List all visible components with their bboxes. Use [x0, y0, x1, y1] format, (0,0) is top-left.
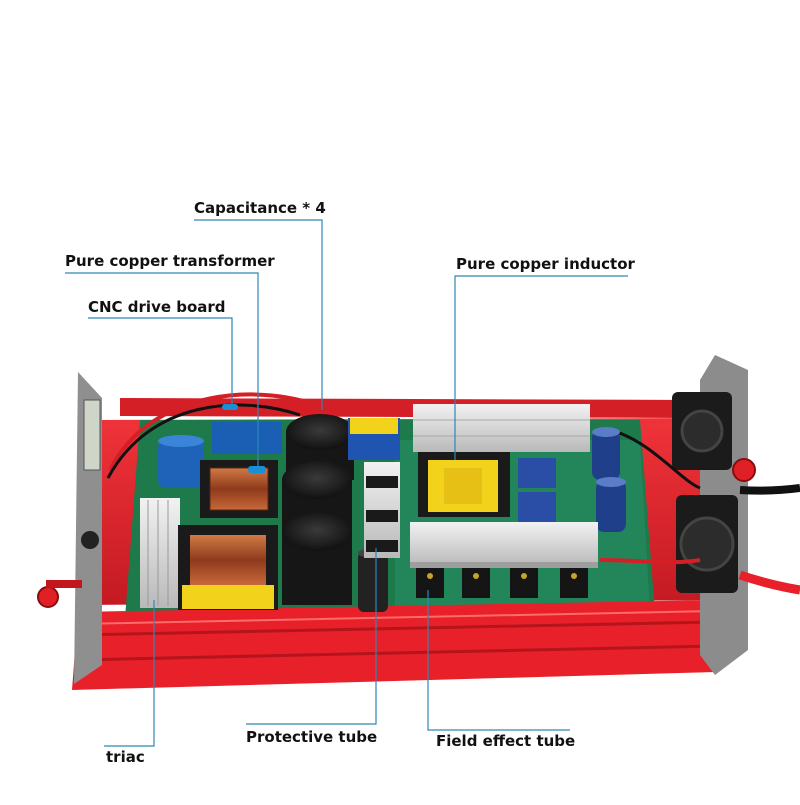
wire-bundle-black	[106, 403, 301, 479]
label-field-effect-tube: Field effect tube	[436, 732, 576, 750]
leader-transformer	[65, 272, 259, 466]
blue-relays	[518, 458, 556, 522]
wire-right-black	[609, 428, 701, 490]
wire-bundle-red	[108, 392, 331, 471]
protective-tube-heatsink	[364, 462, 400, 558]
leader-capacitance	[194, 219, 323, 410]
triac-heatsink	[140, 498, 180, 608]
housing-front-rail	[72, 600, 716, 690]
red-terminal-right	[732, 458, 756, 482]
leader-inductor	[454, 275, 628, 460]
fet-row	[416, 568, 588, 598]
blue-driver-module	[212, 422, 282, 454]
rail-groove-1	[75, 620, 715, 637]
leader-drive-board	[88, 317, 233, 408]
right-capacitors	[592, 427, 626, 532]
transformer-lower	[178, 525, 278, 610]
blue-capacitor	[158, 435, 204, 488]
marker-transformer	[248, 466, 266, 473]
rail-highlight	[75, 610, 715, 625]
rail-groove-2	[74, 644, 716, 662]
label-transformer: Pure copper transformer	[65, 252, 275, 270]
fan-top-hub	[680, 409, 724, 453]
red-cable-out	[738, 570, 800, 595]
label-protective-tube: Protective tube	[246, 728, 378, 746]
terminal-post-left	[46, 580, 82, 588]
leader-lines	[65, 219, 628, 747]
label-capacitance: Capacitance * 4	[194, 199, 326, 217]
transformer-upper	[200, 460, 278, 518]
black-cable-out	[739, 484, 800, 495]
label-triac: triac	[106, 748, 145, 766]
copper-inductor	[418, 452, 510, 517]
marker-drive-board	[222, 404, 238, 410]
capacitor-3	[282, 513, 352, 605]
inductor-heatsink	[413, 404, 590, 452]
leader-protective-tube	[246, 548, 377, 725]
label-inductor: Pure copper inductor	[456, 255, 635, 273]
leader-triac	[104, 600, 155, 747]
fet-heatsink	[410, 522, 598, 568]
red-terminal-left	[37, 586, 59, 608]
fan-bottom-hub	[679, 516, 735, 572]
wire-right-red	[599, 558, 701, 565]
label-drive-board: CNC drive board	[88, 298, 226, 316]
display-module	[83, 399, 101, 471]
leader-field-effect-tube	[427, 590, 570, 731]
small-transformer	[348, 418, 400, 460]
switch-knob	[81, 531, 99, 549]
